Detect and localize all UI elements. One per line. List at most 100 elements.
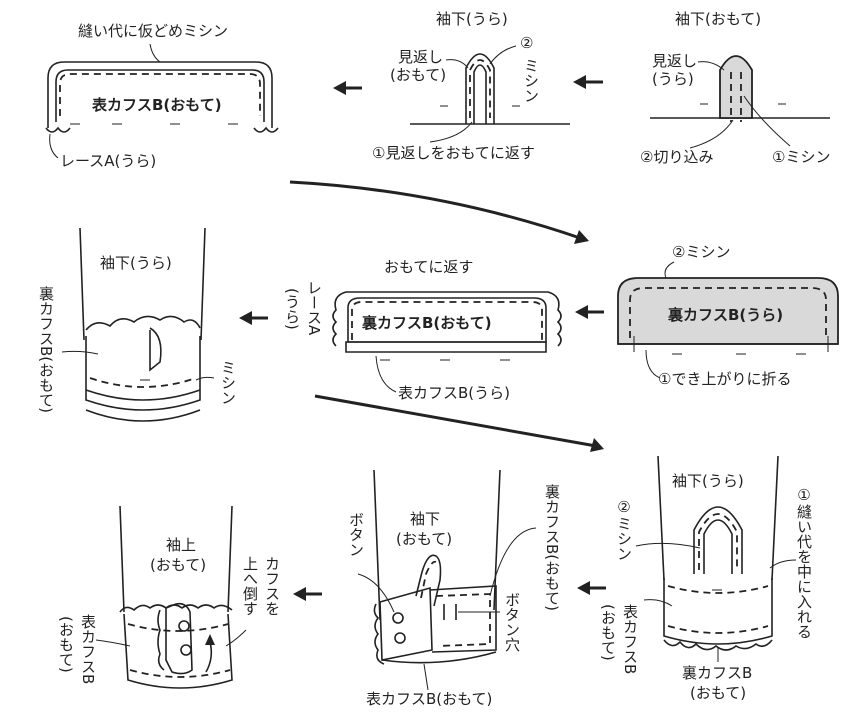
step-8-button-leader: [357, 573, 395, 613]
step-1-facing-line1: 見返し: [652, 52, 697, 70]
step-1-facing-leader: [697, 61, 725, 71]
step-7-lace: [663, 639, 773, 651]
step-9-lace: [119, 604, 233, 613]
step-7-tab-outer: [693, 506, 743, 574]
step-9-fold-vertical-1: カフスを: [263, 556, 281, 616]
step-3-lace-edge: [253, 126, 279, 133]
step-1-facing-line2: (うら): [652, 70, 694, 88]
step-2-facing-inner: [473, 64, 487, 124]
step-7-tab-inner: [703, 519, 733, 574]
arrow-head-icon: [573, 75, 586, 89]
step-7-bottom-label-1: 裏カフスB: [682, 664, 752, 682]
step-1-facing-label: 見返し (うら): [652, 52, 702, 88]
step-3-stitch: [59, 73, 261, 116]
step-6-cuff-bottom: [85, 409, 201, 422]
step-7-seam-vertical: ①縫い代を中に入れる: [795, 486, 813, 639]
step-8-bottom-edge: [381, 651, 497, 664]
step-5-cuff: [347, 297, 547, 343]
step-9-left-vertical-1: 表カフスB: [79, 614, 97, 684]
step-8-right-leader: [489, 527, 537, 597]
step-8-title-2: (おもて): [396, 530, 452, 548]
step-6-sleeve-right: [200, 227, 206, 341]
step-9-sleeve-left: [119, 505, 125, 613]
step-6-mishin-leader: [195, 376, 215, 381]
step-8-bottom-label: 表カフスB(おもて): [366, 690, 492, 708]
arrow-head-icon: [577, 581, 590, 595]
step-8-tab: [415, 554, 442, 607]
step-3-panel: 縫い代に仮どめミシン 表カフスB(おもて) レースA(うら): [45, 22, 279, 170]
button-icon: [178, 620, 190, 632]
step-6-flap: [149, 327, 162, 372]
step-2-facing-label: 見返し (おもて): [390, 48, 448, 84]
step-4-fold-leader: [645, 349, 661, 379]
arrow-head-icon: [293, 587, 306, 601]
step-7-sleeve-right: [771, 455, 779, 581]
step-2-title: 袖下(うら): [436, 10, 508, 28]
step-7-cuff-body: [663, 578, 773, 645]
step-9-fold-vertical-2: 上へ倒す: [241, 556, 259, 616]
step-4-panel: ②ミシン 裏カフスB(うら) ①でき上がりに折る: [617, 243, 839, 388]
step-5-lower-band: [345, 341, 547, 353]
step-6-panel: 袖下(うら) 裏カフスB(おもて) ミシン: [37, 227, 237, 422]
arrow-head-icon: [333, 81, 346, 95]
step-7-title: 袖下(うら): [672, 472, 744, 490]
step-5-lace-scallop: [332, 291, 562, 347]
step-2-turn-label: ①見返しをおもてに返す: [372, 144, 535, 162]
step-4-cuff: [617, 277, 839, 345]
step-2-num: ②: [520, 34, 533, 52]
step-6-sleeve-left: [79, 227, 85, 341]
step-8-right-vertical: 裏カフスB(おもて): [543, 483, 561, 611]
step-9-title-2: (おもて): [150, 556, 206, 574]
step-6-lace: [85, 315, 201, 331]
curved-arrow-icon: [289, 180, 581, 240]
step-1-title: 袖下(おもて): [675, 10, 761, 28]
step-8-button-vertical: ボタン: [347, 512, 365, 557]
step-9-fold-arrow: [205, 641, 213, 673]
step-1-panel: 袖下(おもて) 見返し (うら) ②切り込み ①ミシン: [640, 10, 830, 166]
step-7-bottom-label-2: (おもて): [690, 684, 746, 702]
step-2-facing-line1: 見返し: [398, 48, 443, 66]
arrow-head-icon: [575, 305, 588, 319]
step-1-facing: [719, 55, 753, 119]
step-9-left-leader: [95, 639, 131, 647]
step-8-sleeve-right: [493, 469, 501, 611]
step-9-flap: [165, 602, 193, 675]
arrow-head-icon: [239, 311, 252, 325]
step-8-bottom-leader: [423, 663, 429, 691]
step-4-mishin-leader: [664, 261, 675, 279]
step-7-stitch-bottom: [667, 625, 769, 634]
step-9-stitch-bottom: [129, 669, 231, 678]
step-9-fold-leader: [225, 629, 247, 647]
step-5-lace-sub-vertical: (うら): [283, 288, 301, 330]
step-2-facing-outer: [465, 53, 495, 124]
step-6-left-leader: [61, 350, 99, 355]
step-6-left-vertical: 裏カフスB(おもて): [37, 285, 55, 413]
step-7-sleeve-left: [657, 455, 665, 581]
step-2-stitch: [469, 59, 491, 118]
step-7-panel: 袖下(うら) ②ミシン ①縫い代を中に入れる (おもて) 表カフスB 裏カフスB…: [599, 455, 813, 702]
curved-arrow-icon: [314, 394, 597, 448]
step-7-mishin-leader: [635, 542, 701, 549]
step-4-mishin-label: ②ミシン: [672, 243, 730, 261]
step-4-fold-label: ①でき上がりに折る: [658, 370, 791, 388]
step-8-panel: 袖下 (おもて) ボタン 裏カフスB(おもて) ボタン穴 表カフスB(おもて): [347, 469, 561, 708]
step-8-sleeve-left: [373, 469, 381, 621]
step-3-cuff-outer: [47, 61, 273, 128]
step-3-lace-leader: [49, 133, 59, 159]
step-5-bottom-leader: [375, 355, 397, 393]
step-7-mishin-vertical: ②ミシン: [615, 498, 633, 561]
step-5-panel: おもてに返す 裏カフスB(おもて) レースA (うら) 表カフスB(うら): [283, 258, 562, 402]
step-1-cut-leader: [689, 119, 734, 149]
arrow-head-icon: [574, 230, 589, 244]
button-icon: [394, 632, 406, 644]
step-6-cuff-line: [85, 389, 201, 401]
button-icon: [180, 644, 192, 656]
step-8-lace: [373, 603, 385, 665]
step-5-lace-vertical: レースA: [305, 280, 323, 336]
step-2-mishin-vertical: ミシン: [522, 58, 540, 103]
step-8-flap: [379, 586, 433, 661]
arrow-head-icon: [590, 438, 604, 452]
step-6-stitch: [89, 377, 197, 388]
step-2-mishin-leader: [489, 45, 517, 65]
step-9-sleeve-right: [227, 505, 233, 613]
